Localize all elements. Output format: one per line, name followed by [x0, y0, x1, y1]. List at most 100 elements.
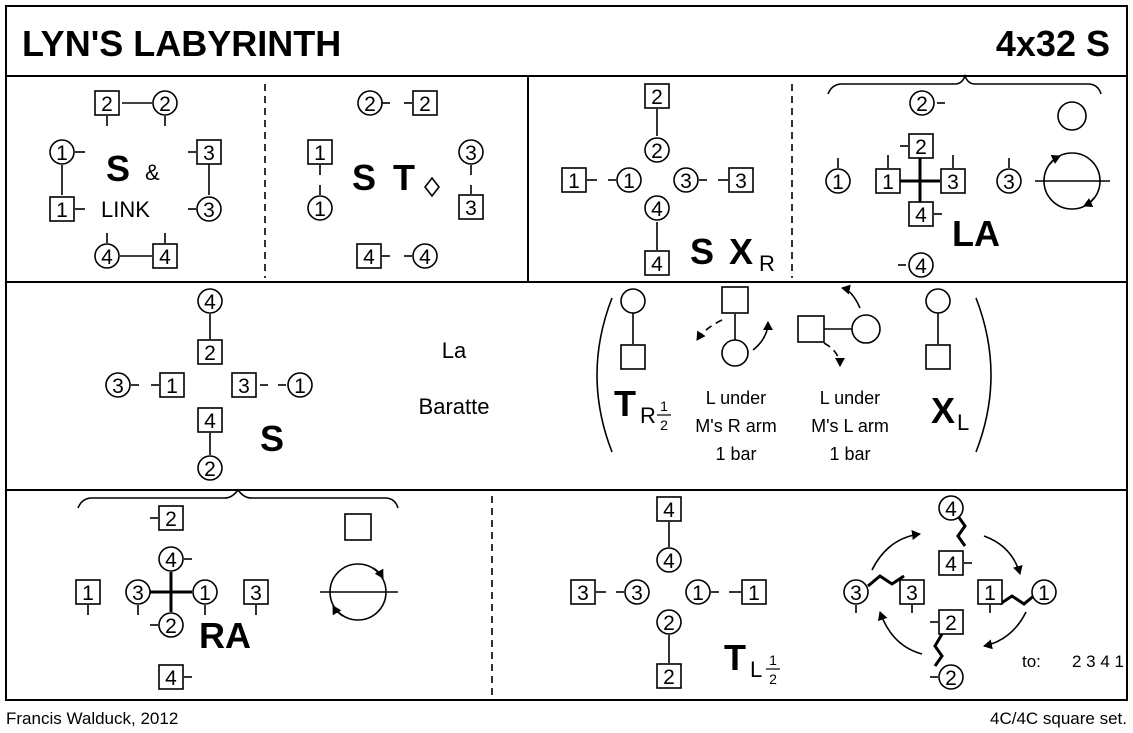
turn-arrow-icon	[1049, 154, 1061, 165]
instruction-line: 1 bar	[715, 444, 756, 464]
step-t: T	[393, 157, 415, 198]
man-symbol	[620, 344, 646, 370]
man-symbol	[344, 513, 372, 541]
curved-arrow-icon	[841, 284, 861, 309]
right-bracket	[975, 297, 992, 453]
dancer-man-3: 3	[577, 582, 589, 605]
step-link: LINK	[101, 197, 150, 222]
fraction-numerator: 1	[660, 398, 668, 414]
dancer-woman-1: 1	[56, 142, 68, 165]
dancer-woman-4: 4	[101, 246, 113, 269]
dancer-woman-1: 1	[199, 582, 211, 605]
sheet-frame	[5, 5, 1128, 701]
instruction-line: L under	[820, 388, 880, 408]
dancer-woman-3: 3	[1003, 171, 1015, 194]
dancer-man-3: 3	[250, 582, 262, 605]
dancer-woman-1: 1	[623, 170, 635, 193]
man-symbol	[925, 344, 951, 370]
dancer-man-4: 4	[159, 246, 171, 269]
dancer-woman-3: 3	[850, 582, 862, 605]
instruction-line: L under	[706, 388, 766, 408]
dancer-woman-1: 1	[1038, 582, 1050, 605]
dancer-woman-3: 3	[132, 582, 144, 605]
instruction-line: 1 bar	[829, 444, 870, 464]
hand-link	[933, 633, 944, 667]
step-x-subscript: L	[957, 410, 969, 435]
dancer-woman-2: 2	[916, 93, 928, 116]
dashed-arrow-icon	[696, 319, 723, 341]
dancer-man-2: 2	[651, 86, 663, 109]
dancer-woman-4: 4	[651, 198, 663, 221]
fraction-denominator: 2	[769, 671, 777, 687]
panel-baratte-detail: T R 1 2 L under M's R arm 1 bar L under …	[596, 284, 992, 464]
dancer-woman-1: 1	[832, 171, 844, 194]
progression-label: to:	[1022, 652, 1041, 671]
step-s: S	[352, 157, 376, 198]
dancer-man-1: 1	[984, 582, 996, 605]
brace	[827, 73, 1102, 95]
dancer-man-1: 1	[56, 199, 68, 222]
panel-t-l: 4 4 3 3 1 1 2 2 T L 1 2	[570, 496, 780, 689]
dancer-woman-2: 2	[204, 458, 216, 481]
dancer-man-4: 4	[945, 553, 957, 576]
dashed-arrow-icon	[823, 342, 845, 367]
dancer-man-4: 4	[165, 667, 177, 690]
curved-arrow-icon	[877, 611, 923, 655]
dancer-woman-3: 3	[631, 582, 643, 605]
dancer-woman-2: 2	[165, 615, 177, 638]
panel-s-and-link: 2 2 1 1 S & LINK 3 3 4 4	[49, 90, 222, 269]
man-symbol	[721, 286, 749, 314]
turn-arrow-icon	[372, 567, 384, 579]
fraction-numerator: 1	[769, 652, 777, 668]
dancer-woman-4: 4	[663, 550, 675, 573]
dancer-woman-2: 2	[663, 612, 675, 635]
dancer-woman-4: 4	[165, 549, 177, 572]
dancer-man-3: 3	[906, 582, 918, 605]
dancer-man-3: 3	[465, 197, 477, 220]
brace	[77, 488, 399, 509]
diamond-icon	[423, 176, 441, 198]
dancer-woman-2: 2	[159, 93, 171, 116]
dancer-woman-3: 3	[680, 170, 692, 193]
panel-s-x-r: 2 2 1 1 3 3 4 4 S X R	[561, 83, 775, 276]
set-type: 4C/4C square set.	[990, 709, 1127, 728]
dance-title: LYN'S LABYRINTH	[22, 23, 341, 64]
step-x: X	[729, 231, 753, 272]
dancer-woman-4: 4	[915, 255, 927, 278]
left-bracket	[596, 297, 613, 453]
dancer-woman-4: 4	[419, 246, 431, 269]
dancer-woman-4: 4	[945, 498, 957, 521]
step-s: S	[690, 231, 714, 272]
dancer-woman-1: 1	[314, 198, 326, 221]
dancer-woman-3: 3	[203, 199, 215, 222]
dancer-man-3: 3	[203, 142, 215, 165]
progression-order: 2 3 4 1	[1072, 652, 1124, 671]
woman-symbol	[1057, 101, 1087, 131]
formation-label: 4x32 S	[996, 23, 1110, 64]
panel-la-baratte: La Baratte	[419, 338, 490, 419]
dancer-man-4: 4	[204, 410, 216, 433]
step-t-subscript: R	[640, 403, 656, 428]
panel-final-positions: 4 4 3 3 1 1 2 2 to: 2 3 4 1	[843, 495, 1124, 690]
curved-arrow-icon	[752, 321, 773, 351]
step-x: X	[931, 390, 955, 431]
dancer-man-1: 1	[166, 375, 178, 398]
dancer-man-2: 2	[945, 612, 957, 635]
hand-link	[867, 574, 905, 588]
turn-arrow-icon	[332, 605, 344, 617]
dancer-woman-3: 3	[112, 375, 124, 398]
step-t-subscript: L	[750, 657, 762, 682]
instruction-line: M's R arm	[695, 416, 776, 436]
curved-arrow-icon	[983, 611, 1027, 650]
author-credit: Francis Walduck, 2012	[6, 709, 178, 728]
dancer-woman-2: 2	[364, 93, 376, 116]
dancer-man-1: 1	[82, 582, 94, 605]
woman-symbol	[925, 288, 951, 314]
dancer-man-2: 2	[204, 342, 216, 365]
panel-la: 2 1 2 1 3 4 3 4 LA	[825, 73, 1110, 278]
step-t: T	[614, 383, 636, 424]
step-s: S	[260, 418, 284, 459]
dancer-man-1: 1	[568, 170, 580, 193]
